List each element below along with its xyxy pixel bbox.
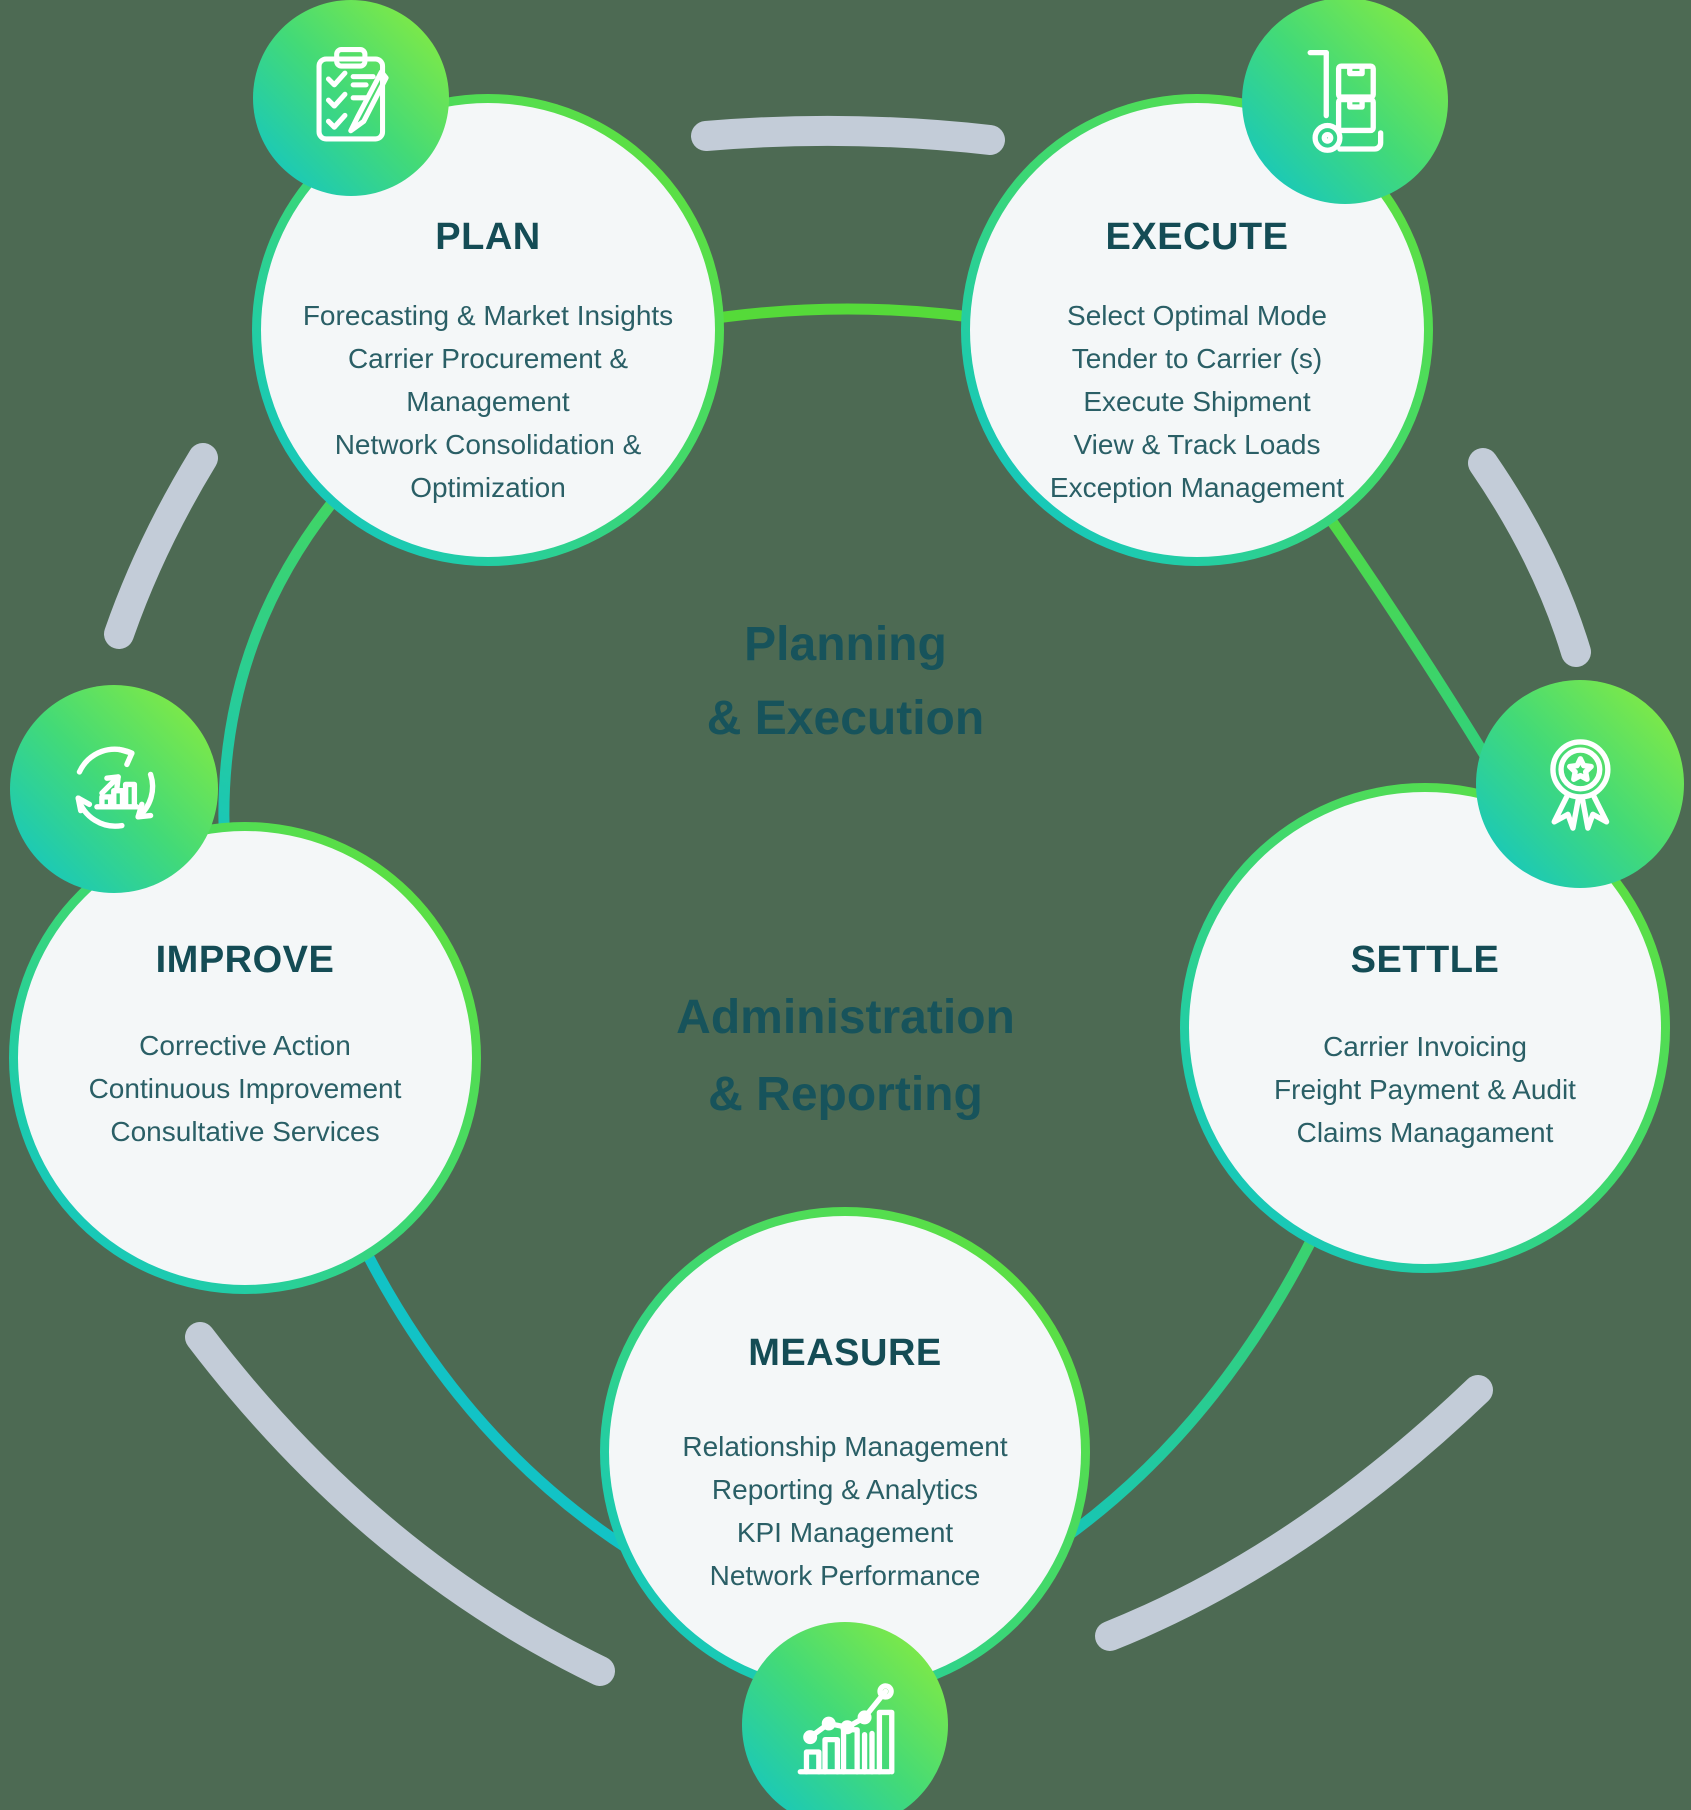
list-item: Carrier Procurement & Management [347, 343, 629, 417]
award-ribbon-icon [1549, 738, 1611, 831]
administration-reporting-line2: & Reporting [708, 1068, 983, 1121]
execute-title: EXECUTE [1105, 216, 1289, 258]
list-item: Forecasting & Market Insights [302, 300, 674, 331]
improve-circle [18, 831, 472, 1285]
list-item: Corrective Action [139, 1030, 351, 1061]
plan-title: PLAN [435, 216, 541, 258]
settle-title: SETTLE [1350, 939, 1500, 981]
settle-items: Carrier Invoicing Freight Payment & Audi… [1215, 1025, 1635, 1154]
list-item: Execute Shipment [1083, 386, 1311, 417]
settle-icon-badge [1476, 680, 1684, 888]
connector-plan-execute [689, 303, 1006, 328]
planning-execution-line1: Planning [744, 618, 947, 671]
list-item: Network Performance [709, 1560, 981, 1591]
improve-title: IMPROVE [155, 939, 335, 981]
list-item: Network Consolidation & Optimization [334, 429, 642, 503]
gray-arc-left [104, 443, 218, 649]
cycle-growth-icon [75, 746, 155, 829]
improve-items: Corrective Action Continuous Improvement… [35, 1024, 455, 1153]
measure-icon-badge [742, 1622, 948, 1810]
improve-icon-badge [10, 685, 218, 893]
list-item: Claims Managament [1296, 1117, 1554, 1148]
execute-icon-badge [1242, 0, 1448, 204]
plan-items: Forecasting & Market Insights Carrier Pr… [278, 294, 698, 509]
bar-chart-trend-icon [797, 1683, 895, 1775]
list-item: Continuous Improvement [88, 1073, 402, 1104]
gray-arc-right [1468, 448, 1591, 667]
plan-icon-badge [253, 0, 449, 196]
measure-title: MEASURE [748, 1332, 942, 1374]
measure-items: Relationship Management Reporting & Anal… [635, 1425, 1055, 1597]
list-item: View & Track Loads [1073, 429, 1321, 460]
planning-execution-label: Planning & Execution [0, 608, 1691, 756]
planning-execution-line2: & Execution [706, 692, 985, 745]
connector-settle-measure [1036, 1177, 1346, 1560]
list-item: Consultative Services [110, 1116, 380, 1147]
gray-arc-top [691, 115, 1005, 155]
list-item: KPI Management [736, 1517, 954, 1548]
clipboard-checklist-icon [316, 47, 389, 142]
list-item: Select Optimal Mode [1067, 300, 1327, 331]
list-item: Tender to Carrier (s) [1071, 343, 1323, 374]
list-item: Reporting & Analytics [711, 1474, 979, 1505]
list-item: Freight Payment & Audit [1274, 1074, 1576, 1105]
list-item: Relationship Management [682, 1431, 1008, 1462]
gray-arc-bottom-right [1095, 1375, 1493, 1651]
execute-items: Select Optimal Mode Tender to Carrier (s… [987, 294, 1407, 509]
node-measure: MEASURE Relationship Management Reportin… [600, 1207, 1090, 1697]
measure-circle [609, 1216, 1081, 1688]
administration-reporting-label: Administration & Reporting [0, 979, 1691, 1133]
administration-reporting-line1: Administration [676, 991, 1015, 1044]
list-item: Exception Management [1049, 472, 1345, 503]
hand-truck-icon [1307, 50, 1384, 154]
gray-arc-bottom-left [185, 1322, 615, 1686]
node-improve: IMPROVE Corrective Action Continuous Imp… [9, 822, 481, 1294]
list-item: Carrier Invoicing [1323, 1031, 1527, 1062]
